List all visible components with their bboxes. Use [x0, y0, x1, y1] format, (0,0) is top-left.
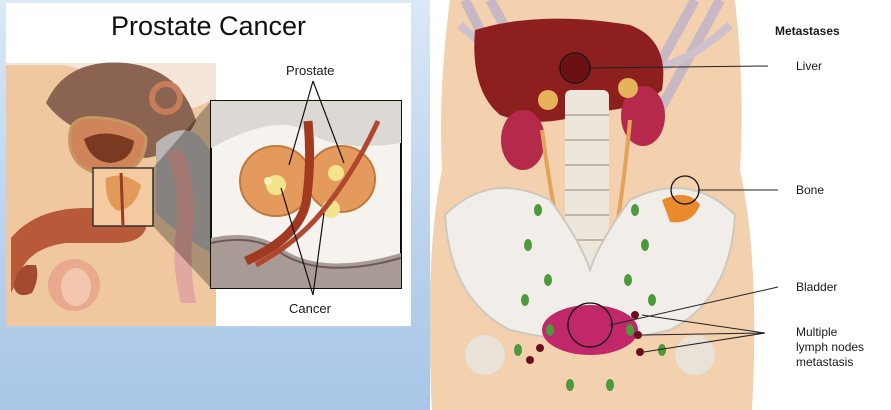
lymph-label-line2: lymph nodes — [796, 340, 864, 354]
prostate-callout-label: Prostate — [286, 63, 334, 78]
bone-label: Bone — [796, 183, 824, 197]
diagram-title: Prostate Cancer — [6, 11, 411, 42]
lymph-label-line3: metastasis — [796, 355, 853, 369]
cancer-callout-label: Cancer — [289, 301, 331, 316]
prostate-anatomy-illustration — [6, 3, 411, 326]
liver-label: Liver — [796, 59, 822, 73]
lymph-label-line1: Multiple — [796, 325, 837, 339]
metastases-diagram-panel: Metastases Liver Bone Bladder Multiple l… — [430, 0, 891, 410]
prostate-diagram-panel: Prostate Cancer Prostate Cancer — [6, 3, 411, 326]
bladder-label: Bladder — [796, 280, 837, 294]
metastases-heading: Metastases — [775, 24, 840, 38]
